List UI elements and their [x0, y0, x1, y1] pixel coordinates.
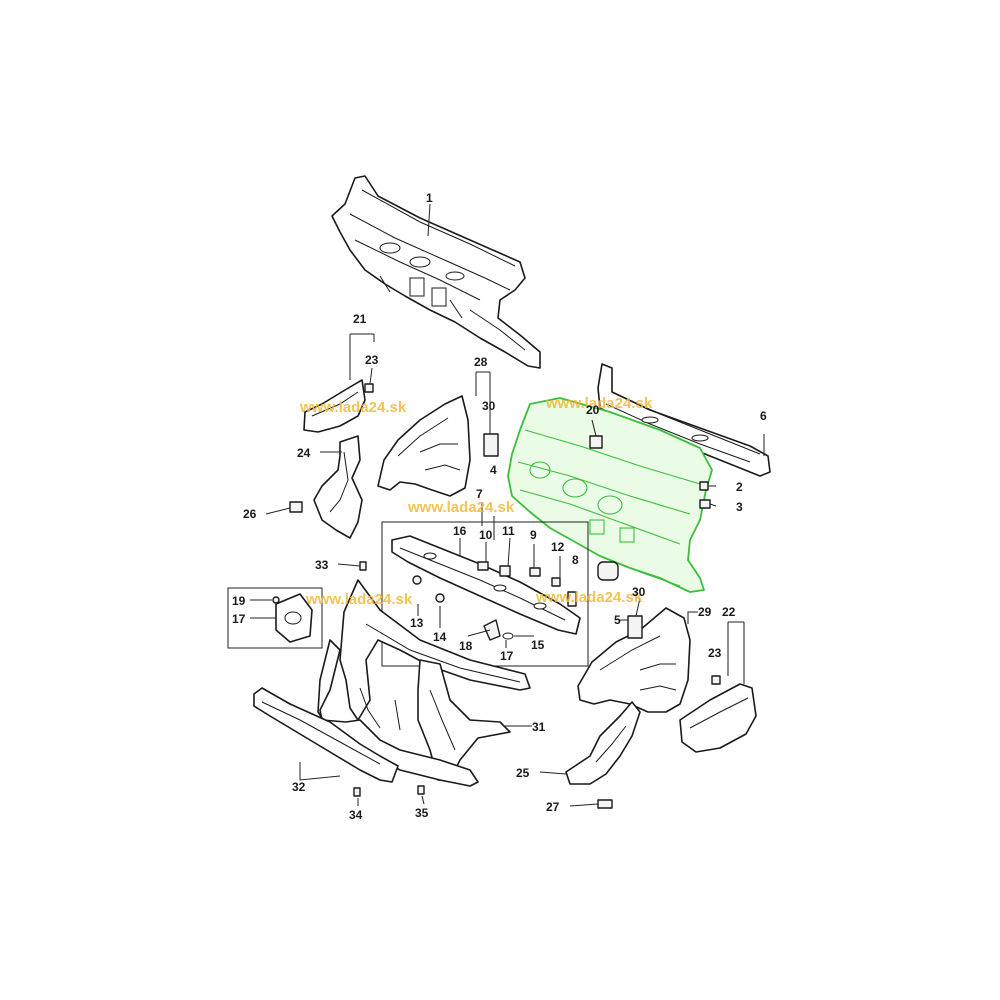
leader-lines — [250, 203, 765, 807]
part-31-front-end-module[interactable] — [317, 579, 531, 787]
part-17-plate[interactable] — [275, 593, 313, 643]
part-19-17-box — [227, 587, 323, 649]
part-25-right-bracket[interactable] — [565, 701, 641, 785]
part-19-bolt[interactable] — [272, 596, 280, 604]
callout-24: 24 — [297, 446, 311, 460]
callout-2: 2 — [736, 480, 743, 494]
watermark-2: www.lada24.sk — [545, 395, 653, 412]
callout-33: 33 — [315, 558, 329, 572]
watermark-3: www.lada24.sk — [407, 499, 515, 516]
callout-14: 14 — [433, 630, 447, 644]
callout-35: 35 — [415, 806, 429, 820]
callout-4: 4 — [490, 463, 497, 477]
callout-30a: 30 — [482, 399, 496, 413]
part-1-cowl-panel[interactable] — [331, 175, 541, 369]
callout-7: 7 — [476, 487, 483, 501]
callout-6: 6 — [760, 409, 767, 423]
callout-16: 16 — [453, 524, 467, 538]
part-32-lower-beam[interactable] — [253, 687, 399, 783]
callout-26: 26 — [243, 507, 257, 521]
callout-25: 25 — [516, 766, 530, 780]
callout-15: 15 — [531, 638, 545, 652]
callout-32: 32 — [292, 780, 306, 794]
callout-18: 18 — [459, 639, 473, 653]
part-30-bracket-left[interactable] — [483, 433, 499, 457]
callout-31: 31 — [532, 720, 546, 734]
callout-5: 5 — [614, 613, 621, 627]
part-34-bolt[interactable] — [353, 787, 361, 797]
part-27-clip[interactable] — [597, 799, 613, 809]
callout-13: 13 — [410, 616, 424, 630]
callout-3: 3 — [736, 500, 743, 514]
part-5-bracket[interactable] — [597, 561, 619, 581]
part-7-cross-member[interactable] — [391, 535, 581, 641]
part-23-clip-left[interactable] — [364, 383, 374, 393]
callout-17b: 17 — [500, 649, 514, 663]
part-24-left-bracket[interactable] — [313, 435, 363, 539]
part-23-clip-right[interactable] — [711, 675, 721, 685]
callout-28: 28 — [474, 355, 488, 369]
watermark-4: www.lada24.sk — [305, 591, 413, 608]
callout-34: 34 — [349, 808, 363, 822]
callout-20: 20 — [586, 403, 600, 417]
part-22-right-apron[interactable] — [679, 683, 757, 753]
callout-23b: 23 — [708, 646, 722, 660]
callout-21: 21 — [353, 312, 367, 326]
callout-11: 11 — [502, 524, 515, 538]
part-26-clip[interactable] — [289, 501, 303, 513]
part-28-left-wheelhouse[interactable] — [377, 395, 471, 497]
part-33-bolt[interactable] — [359, 561, 367, 571]
callout-19: 19 — [232, 594, 246, 608]
part-35-bolt[interactable] — [417, 785, 425, 795]
callout-17a: 17 — [232, 612, 246, 626]
callout-23a: 23 — [365, 353, 379, 367]
part-21-left-apron[interactable] — [303, 379, 366, 433]
watermark-5: www.lada24.sk — [535, 589, 643, 606]
highlighted-dash-panel[interactable] — [507, 397, 713, 593]
callout-1: 1 — [426, 191, 433, 205]
callout-22: 22 — [722, 605, 736, 619]
watermark-1: www.lada24.sk — [299, 399, 407, 416]
part-29-right-wheelhouse[interactable] — [577, 607, 691, 713]
callout-9: 9 — [530, 528, 537, 542]
callout-27: 27 — [546, 800, 560, 814]
watermarks: www.lada24.sk www.lada24.sk www.lada24.s… — [299, 395, 653, 608]
callout-29: 29 — [698, 605, 712, 619]
callouts: 1 21 23 28 30 24 26 4 7 20 6 2 3 16 10 1… — [232, 191, 767, 822]
callout-10: 10 — [479, 528, 493, 542]
callout-30b: 30 — [632, 585, 646, 599]
callout-12: 12 — [551, 540, 565, 554]
part-20-bracket[interactable] — [589, 435, 603, 449]
part-30-bracket-right[interactable] — [627, 615, 643, 639]
callout-8: 8 — [572, 553, 579, 567]
